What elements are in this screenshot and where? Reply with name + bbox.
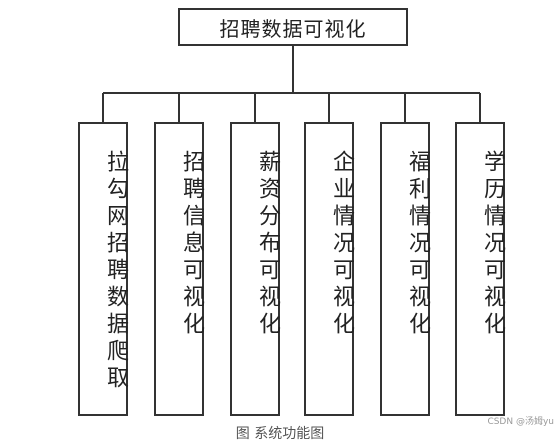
child-node-education: 学历情况可视化 (455, 122, 505, 416)
connector-lines (102, 46, 481, 122)
figure-caption: 图 系统功能图 (235, 426, 325, 442)
child-node-label: 拉勾网招聘数据爬取 (103, 150, 128, 393)
child-node-label: 薪资分布可视化 (255, 150, 280, 339)
child-node-company: 企业情况可视化 (304, 122, 354, 416)
child-node-label: 企业情况可视化 (329, 150, 354, 339)
watermark: CSDN @汤姆yu (487, 417, 554, 427)
child-node-crawl: 拉勾网招聘数据爬取 (78, 122, 128, 416)
root-node: 招聘数据可视化 (178, 8, 408, 46)
child-node-label: 福利情况可视化 (405, 150, 430, 339)
child-node-label: 学历情况可视化 (480, 150, 505, 339)
child-node-welfare: 福利情况可视化 (380, 122, 430, 416)
child-node-salary: 薪资分布可视化 (230, 122, 280, 416)
child-node-job-info: 招聘信息可视化 (154, 122, 204, 416)
root-node-label: 招聘数据可视化 (219, 16, 367, 41)
child-node-label: 招聘信息可视化 (179, 150, 204, 339)
